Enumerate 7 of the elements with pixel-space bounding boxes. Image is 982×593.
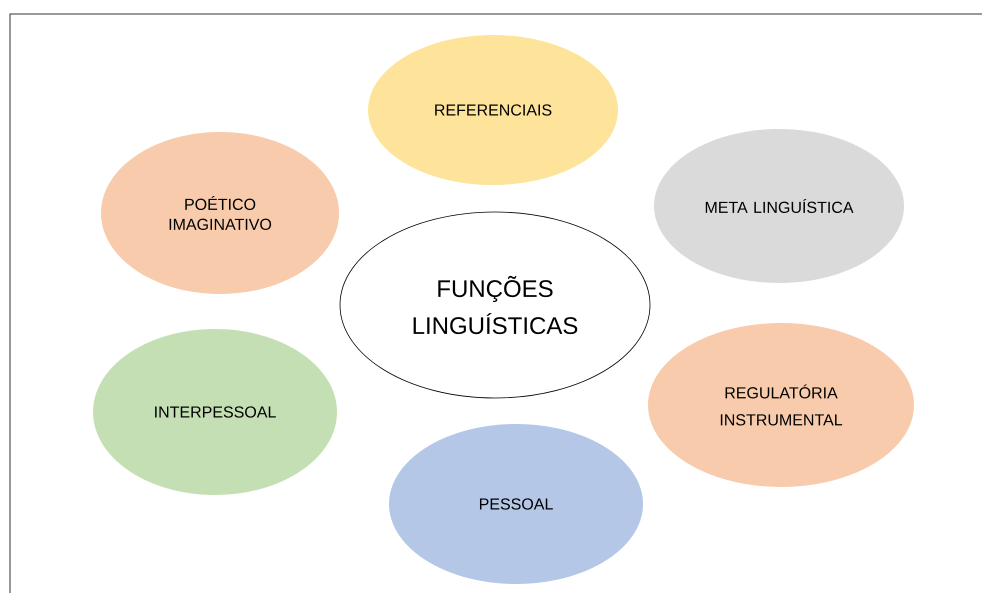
ellipse-node: META LINGUÍSTICA (654, 128, 904, 283)
ellipse-node: REFERENCIAIS (368, 35, 618, 185)
ellipse-node: POÉTICO IMAGINATIVO (101, 132, 339, 294)
ellipse-node: FUNÇÕES LINGUÍSTICAS (340, 212, 650, 398)
ellipse-node: PESSOAL (389, 424, 643, 584)
ellipse-node: REGULATÓRIA INSTRUMENTAL (648, 322, 914, 487)
ellipse-node: INTERPESSOAL (93, 328, 337, 495)
